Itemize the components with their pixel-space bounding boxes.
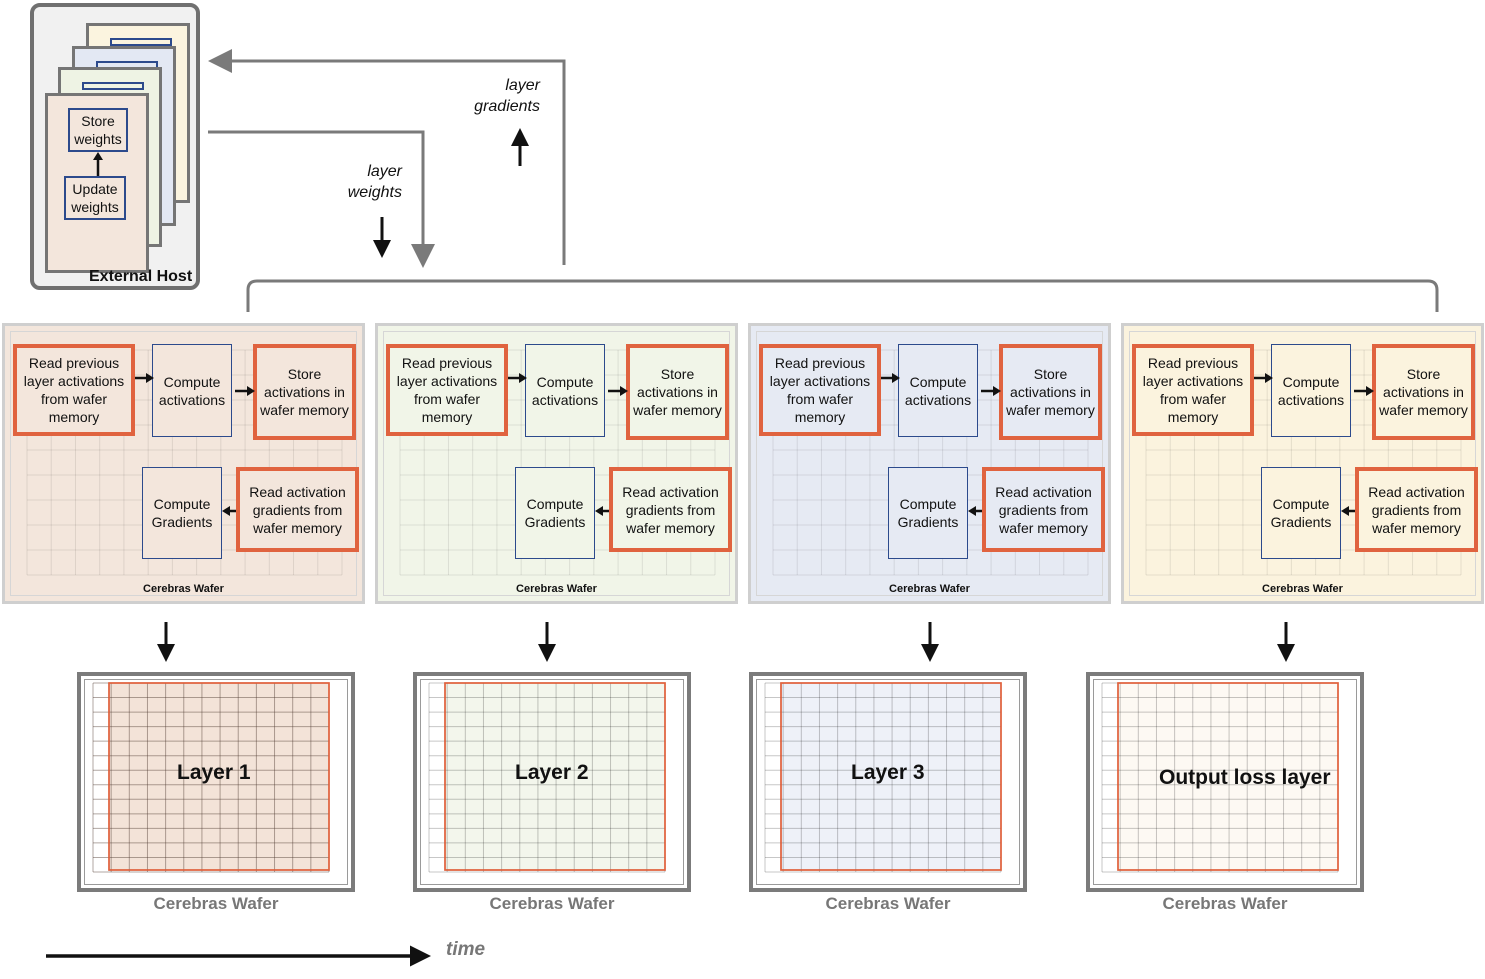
- external-host: Store weights Update weights External Ho…: [30, 3, 200, 290]
- read-previous-activations-box: Read previous layer activations from waf…: [1132, 344, 1254, 436]
- layer-region: [108, 682, 330, 871]
- layer-region: [780, 682, 1002, 871]
- layer-region: [1117, 682, 1339, 871]
- layer-gradients-label: layer gradients: [474, 77, 540, 115]
- store-weights-box: Store weights: [68, 108, 128, 152]
- read-activation-gradients-box: Read activation gradients from wafer mem…: [982, 467, 1105, 552]
- flow-arrows: [1254, 373, 1374, 516]
- stage-panel-3: Read previous layer activations from waf…: [748, 323, 1111, 604]
- wafer-grid: [764, 682, 1002, 873]
- compute-activations-box: Compute activations: [152, 344, 232, 437]
- compute-activations-box: Compute activations: [525, 344, 605, 437]
- read-previous-activations-box: Read previous layer activations from waf…: [13, 344, 135, 436]
- read-activation-gradients-box: Read activation gradients from wafer mem…: [1355, 467, 1478, 552]
- compute-activations-box: Compute activations: [1271, 344, 1351, 437]
- compute-activations-box: Compute activations: [898, 344, 978, 437]
- layer-name: Layer 1: [177, 761, 251, 784]
- wafer-1: Layer 1: [77, 672, 355, 892]
- store-activations-box: Store activations in wafer memory: [626, 344, 729, 440]
- layer-weights-label: layer weights: [347, 163, 402, 201]
- layer-region: [108, 682, 330, 871]
- stage-panel-2: Read previous layer activations from waf…: [375, 323, 738, 604]
- layer-name: Output loss layer: [1159, 766, 1331, 789]
- cerebras-wafer-caption: Cerebras Wafer: [489, 894, 615, 913]
- layer-name: Layer 2: [515, 761, 589, 784]
- wafer-frame: [1093, 679, 1357, 885]
- wafer-frame: [84, 679, 348, 885]
- cerebras-wafer-caption: Cerebras Wafer: [825, 894, 951, 913]
- flow-arrows: [508, 373, 628, 516]
- store-activations-box: Store activations in wafer memory: [999, 344, 1102, 440]
- read-activation-gradients-box: Read activation gradients from wafer mem…: [236, 467, 359, 552]
- stage-panel-1: Read previous layer activations from waf…: [2, 323, 365, 604]
- external-host-label: External Host: [89, 268, 193, 285]
- cerebras-wafer-caption: Cerebras Wafer: [1162, 894, 1288, 913]
- cerebras-wafer-label: Cerebras Wafer: [516, 583, 597, 595]
- wafer-frame: [756, 679, 1020, 885]
- compute-gradients-box: Compute Gradients: [1261, 467, 1341, 559]
- wafer-grid: [92, 682, 330, 873]
- gradients-return-line: [208, 49, 566, 265]
- read-previous-activations-box: Read previous layer activations from waf…: [386, 344, 508, 436]
- wafer-frame: [420, 679, 684, 885]
- store-activations-box: Store activations in wafer memory: [1372, 344, 1475, 440]
- compute-gradients-box: Compute Gradients: [515, 467, 595, 559]
- layer-name: Layer 3: [851, 761, 925, 784]
- panel-frame: [756, 331, 1103, 596]
- panel-frame: [1129, 331, 1476, 596]
- flow-arrows: [881, 373, 1001, 516]
- cerebras-wafer-label: Cerebras Wafer: [1262, 583, 1343, 595]
- flow-arrows: [135, 373, 255, 516]
- read-previous-activations-box: Read previous layer activations from waf…: [759, 344, 881, 436]
- stage-panel-4: Read previous layer activations from waf…: [1121, 323, 1484, 604]
- store-activations-box: Store activations in wafer memory: [253, 344, 356, 440]
- read-activation-gradients-box: Read activation gradients from wafer mem…: [609, 467, 732, 552]
- layer-region: [780, 682, 1002, 871]
- compute-gradients-box: Compute Gradients: [888, 467, 968, 559]
- update-weights-box: Update weights: [64, 176, 126, 220]
- host-card-1: Store weights Update weights: [45, 93, 149, 273]
- cerebras-wafer-label: Cerebras Wafer: [889, 583, 970, 595]
- panel-frame: [383, 331, 730, 596]
- wafer-4: Output loss layer: [1086, 672, 1364, 892]
- up-arrow-icon: [93, 152, 103, 176]
- layer-region: [444, 682, 666, 871]
- panel-frame: [10, 331, 357, 596]
- wafer-grid: [428, 682, 666, 873]
- cerebras-wafer-caption: Cerebras Wafer: [153, 894, 279, 913]
- bus-bracket: [246, 279, 1439, 312]
- cerebras-wafer-label: Cerebras Wafer: [143, 583, 224, 595]
- weights-out-line: [208, 130, 435, 268]
- wafer-3: Layer 3: [749, 672, 1027, 892]
- wafer-grid: [1101, 682, 1339, 873]
- compute-gradients-box: Compute Gradients: [142, 467, 222, 559]
- wafer-2: Layer 2: [413, 672, 691, 892]
- time-label: time: [446, 939, 486, 960]
